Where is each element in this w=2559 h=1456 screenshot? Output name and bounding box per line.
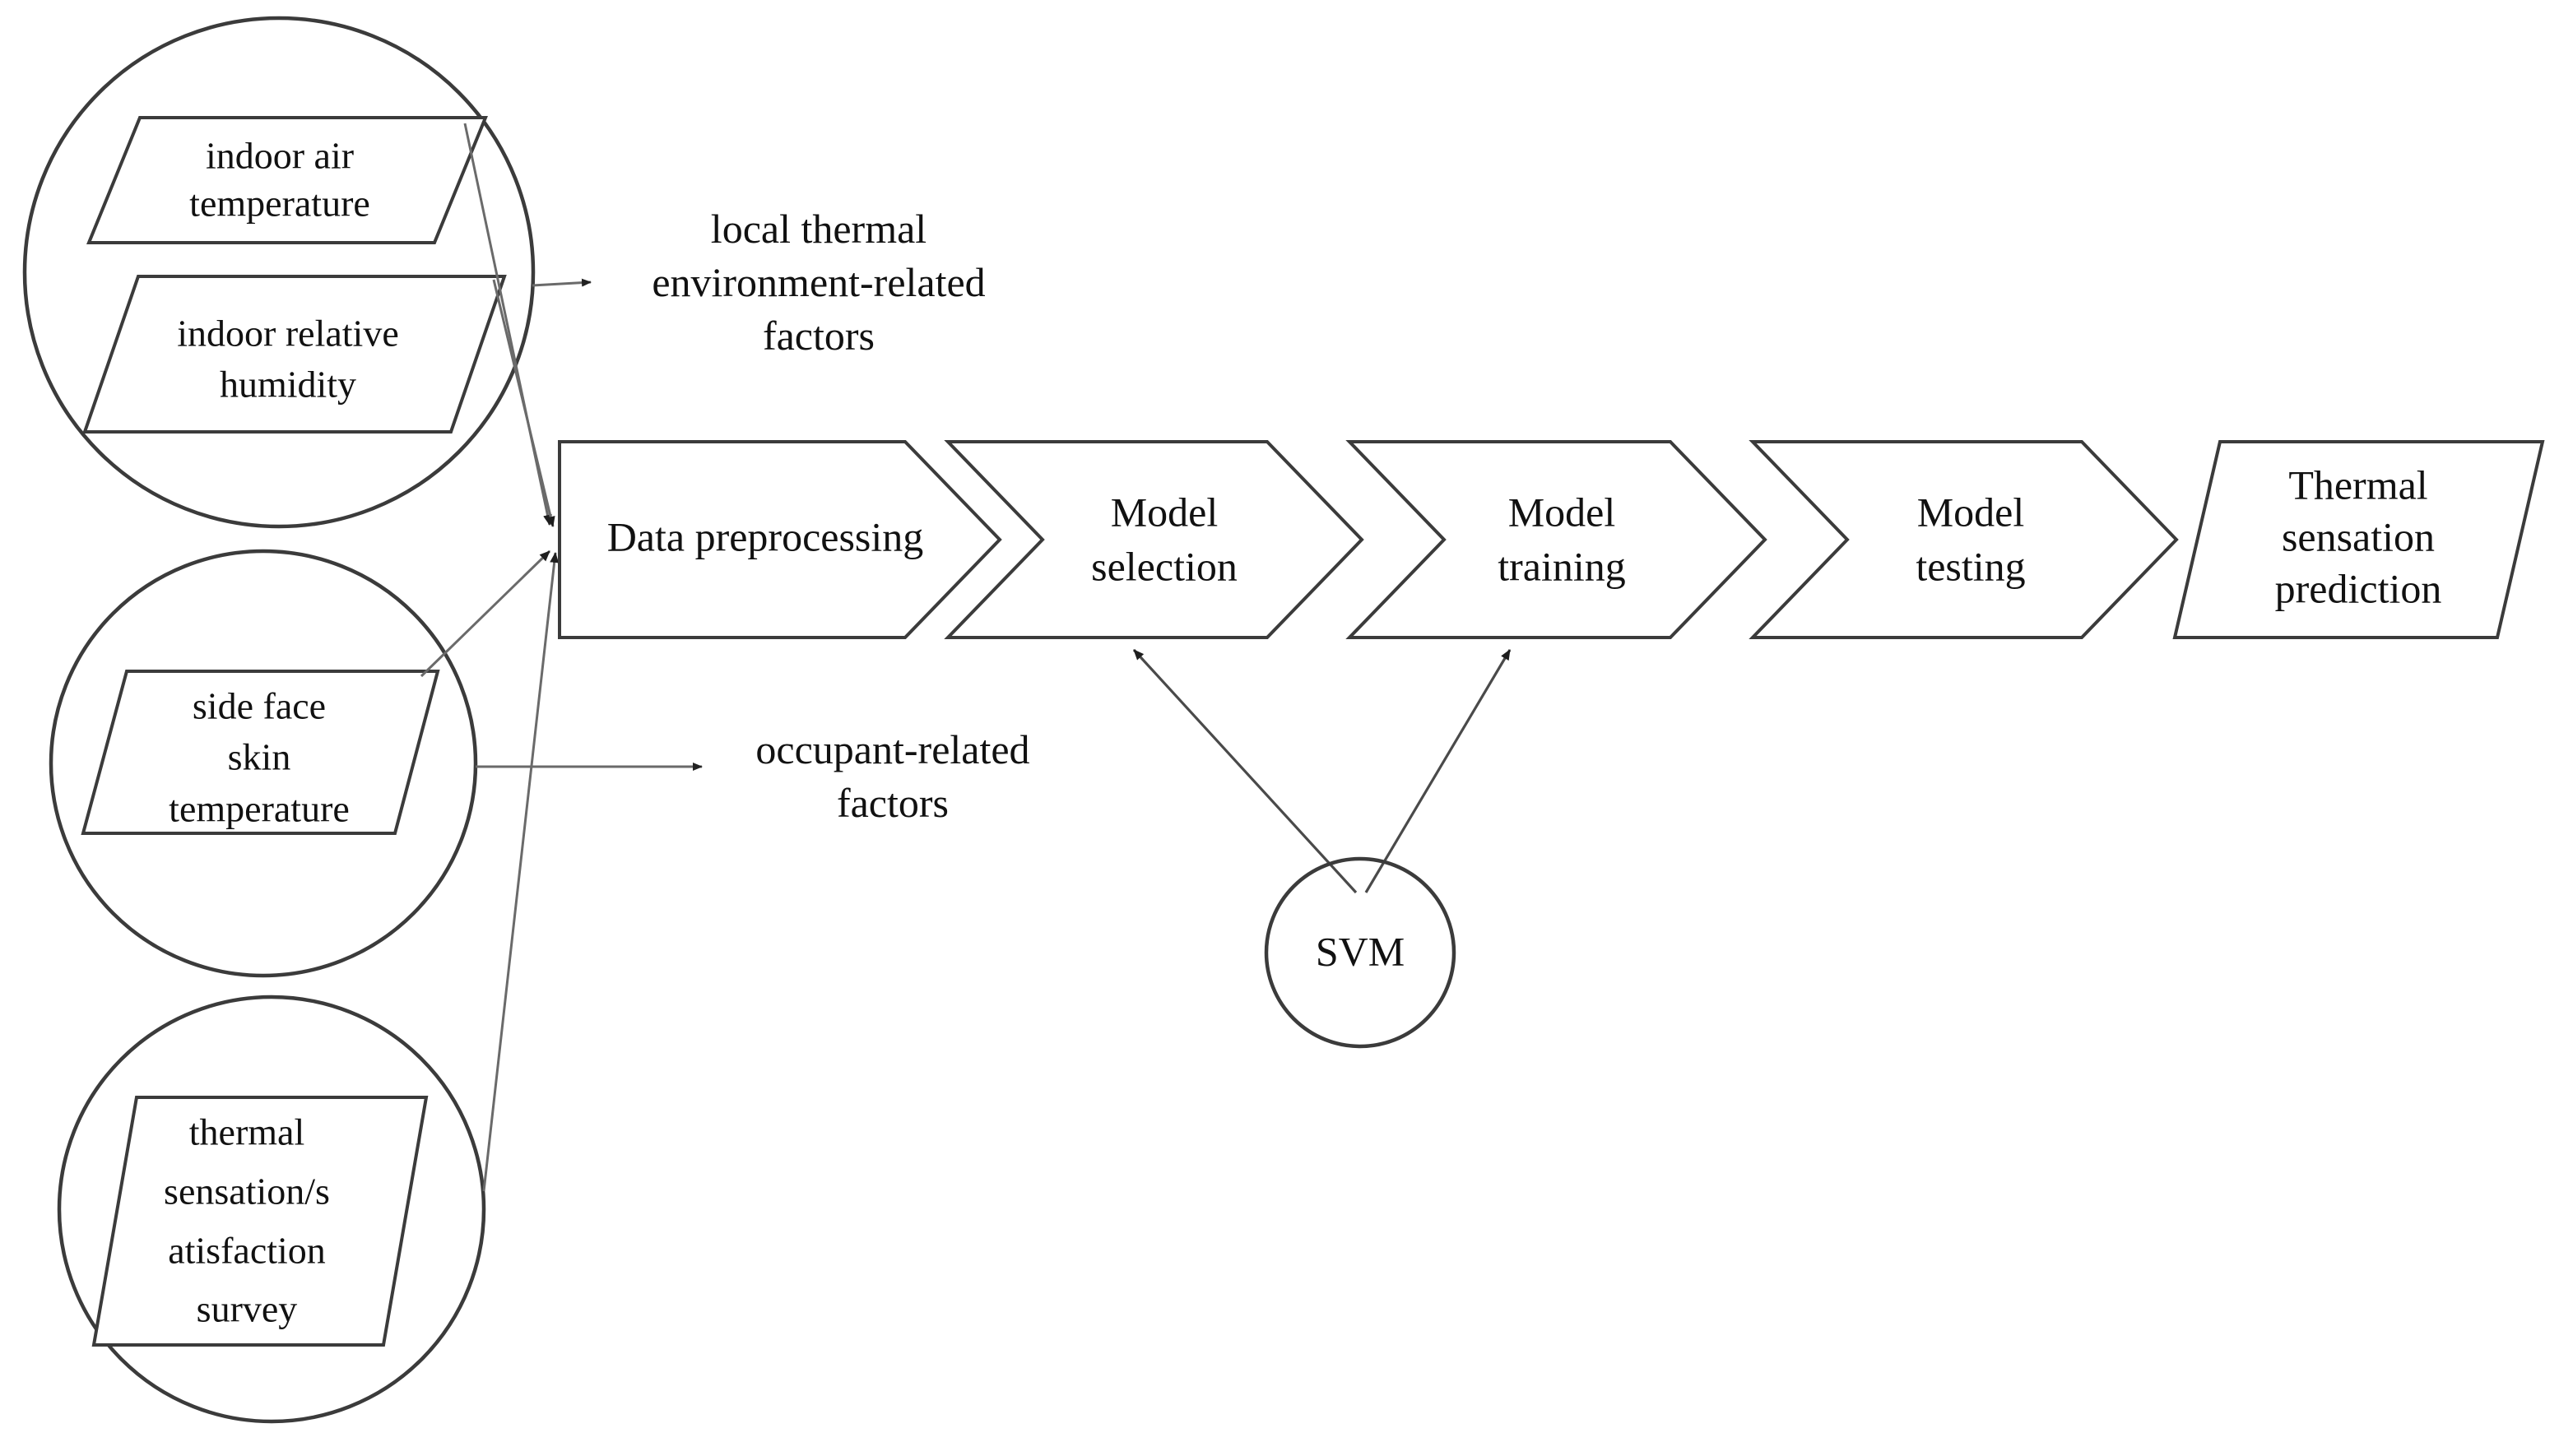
input-shape-side-face-skin-temperature[interactable]	[81, 670, 440, 835]
svm-node-label: SVM	[1316, 928, 1405, 974]
survey-line3: atisfaction	[168, 1230, 326, 1272]
connector-svm-to-model-selection	[1132, 648, 1358, 894]
model-training-line2: training	[1498, 543, 1626, 589]
input-shape-indoor-relative-humidity[interactable]	[82, 275, 507, 434]
input-group-occupant-skin: side face skin temperature occupant-rela…	[49, 549, 1030, 978]
side-face-line2: skin	[228, 736, 291, 778]
annotation-environment-line2: environment-related	[652, 259, 985, 305]
thermal-prediction-line2: sensation	[2282, 513, 2435, 559]
indoor-air-temperature-line1: indoor air	[206, 135, 354, 177]
indoor-air-temperature-line2: temperature	[189, 183, 370, 225]
data-preprocessing-label: Data preprocessing	[607, 513, 924, 559]
process-step-model-training[interactable]	[1345, 440, 1767, 639]
input-group-local-thermal-environment: indoor air temperature indoor relative h…	[22, 16, 986, 529]
annotation-arrow-environment	[532, 278, 592, 287]
algorithm-node-group: SVM	[1132, 648, 1512, 1049]
process-chain: Data preprocessing Model selection Model…	[558, 440, 2545, 639]
group-circle-survey	[57, 995, 486, 1424]
input-shape-thermal-sensation-survey[interactable]	[91, 1096, 429, 1347]
connector-survey-to-preprocessing	[482, 552, 560, 1192]
side-face-line1: side face	[193, 685, 326, 727]
thermal-prediction-line3: prediction	[2275, 565, 2442, 611]
indoor-relative-humidity-line2: humidity	[220, 364, 356, 406]
group-circle-skin	[49, 549, 478, 978]
survey-line4: survey	[197, 1288, 298, 1330]
model-testing-line2: testing	[1916, 543, 2025, 589]
svm-node-circle[interactable]	[1264, 856, 1456, 1049]
input-shape-indoor-air-temperature[interactable]	[86, 116, 488, 244]
survey-line2: sensation/s	[164, 1171, 330, 1213]
model-training-line1: Model	[1508, 489, 1616, 535]
annotation-occupant-line2: factors	[837, 780, 949, 826]
connector-svm-to-model-training	[1364, 649, 1512, 893]
process-step-data-preprocessing[interactable]	[558, 440, 1002, 639]
model-testing-line1: Model	[1917, 489, 2025, 535]
model-selection-line1: Model	[1111, 489, 1219, 535]
thermal-prediction-line1: Thermal	[2288, 461, 2427, 508]
input-group-occupant-survey: thermal sensation/s atisfaction survey	[57, 995, 486, 1424]
side-face-line3: temperature	[169, 788, 350, 830]
connector-indoor-humidity-to-preprocessing	[492, 279, 555, 527]
annotation-environment-line1: local thermal	[711, 206, 927, 252]
model-selection-line2: selection	[1091, 543, 1238, 589]
process-step-model-testing[interactable]	[1749, 440, 2179, 639]
survey-line1: thermal	[189, 1111, 305, 1153]
process-step-model-selection[interactable]	[944, 440, 1364, 639]
annotation-occupant-line1: occupant-related	[755, 726, 1029, 772]
input-to-preprocessing-connectors	[420, 123, 560, 1192]
connector-skin-temperature-to-preprocessing	[420, 549, 551, 678]
process-step-thermal-sensation-prediction[interactable]	[2172, 440, 2545, 639]
annotation-environment-line3: factors	[763, 313, 875, 359]
indoor-relative-humidity-line1: indoor relative	[177, 313, 399, 355]
group-circle-environment	[22, 16, 536, 529]
